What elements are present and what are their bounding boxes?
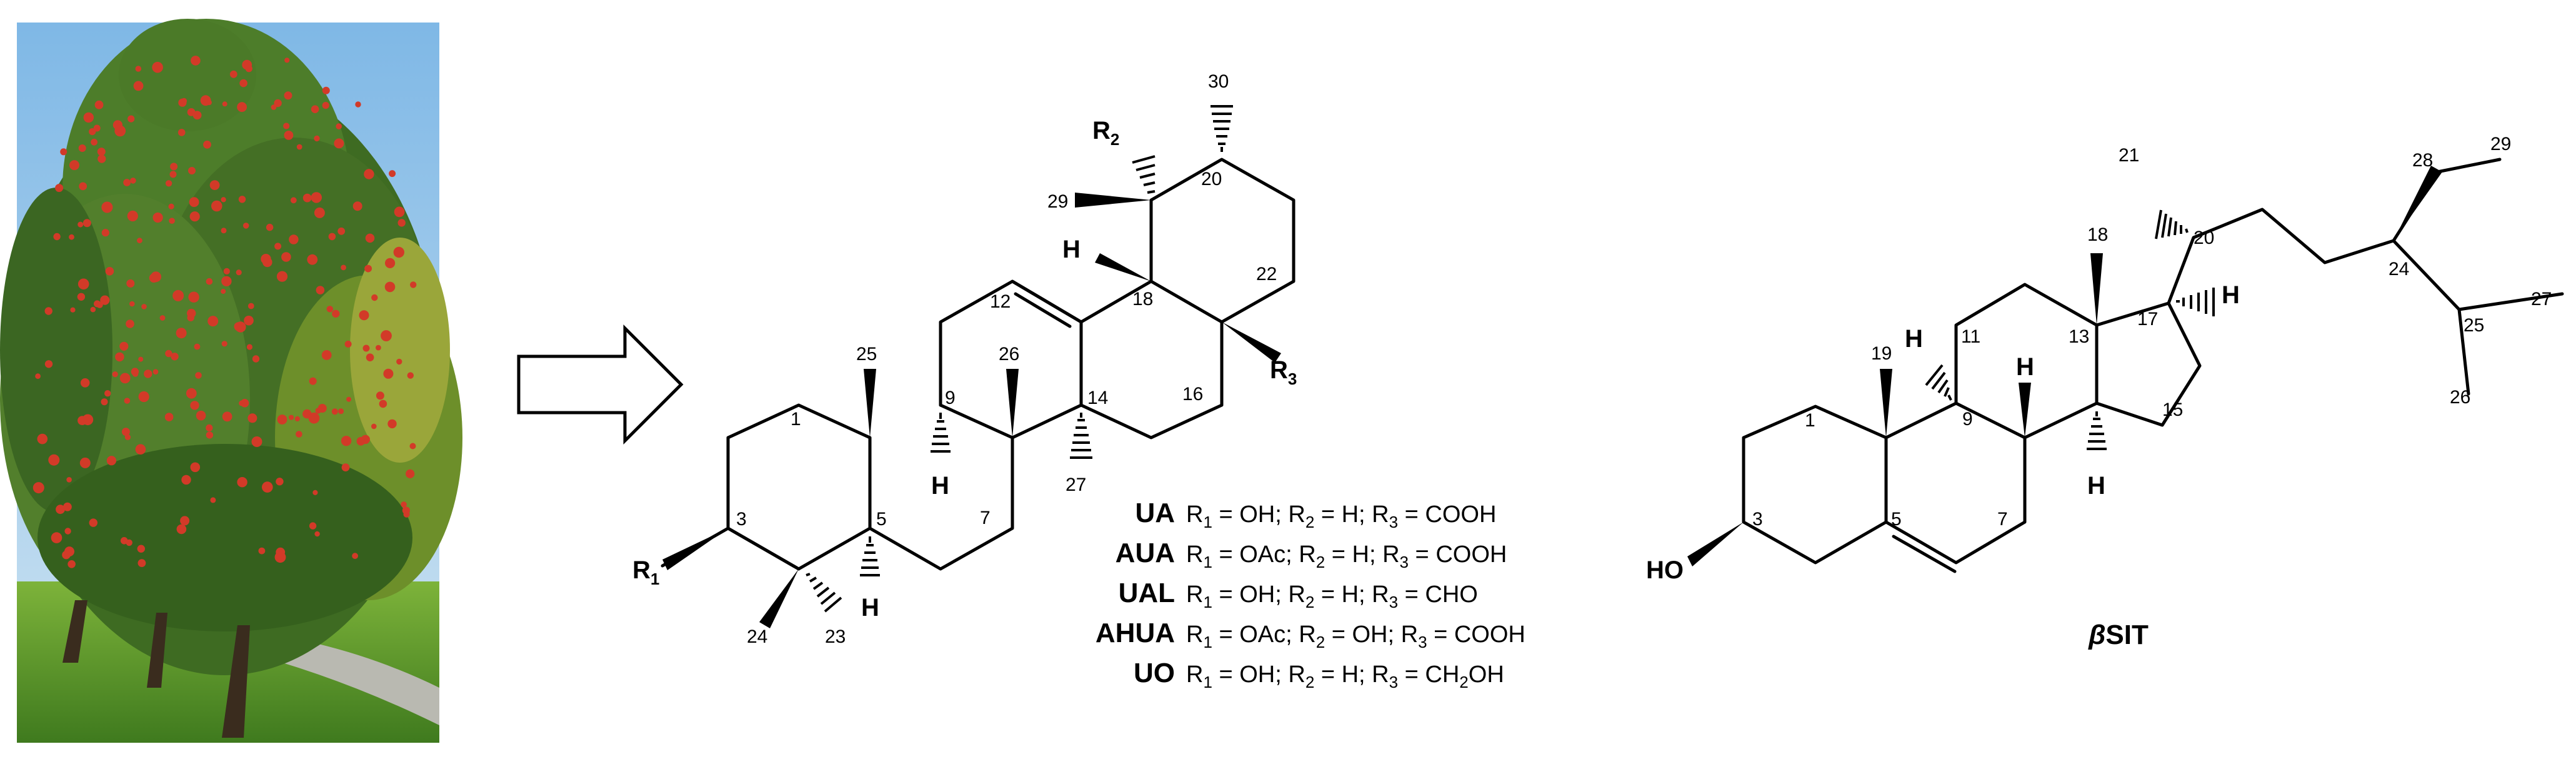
r-locant-29: 29 [2490,134,2511,154]
r3-label: R3 [1270,356,1297,388]
c14-h-label: H [2087,472,2105,500]
r-locant-20: 20 [2194,228,2214,248]
trunks [62,600,250,738]
locant-5: 5 [876,509,887,530]
r-locant-27: 27 [2531,289,2552,309]
c5-h-label: H [861,594,879,621]
compound-substituents: R1 = OH; R2 = H; R3 = CHO [1186,581,1478,611]
locant-14: 14 [1087,388,1108,408]
c18-h-label: H [1062,236,1081,263]
compound-row: UO R1 = OH; R2 = H; R3 = CH2OH [1134,658,1504,691]
sitosterol-bonds [1742,158,2564,573]
compound-substituents: R1 = OAc; R2 = OH; R3 = COOH [1186,621,1525,651]
locant-18: 18 [1132,289,1153,309]
compound-name: UAL [1119,578,1175,608]
r-locant-11: 11 [1961,326,1980,347]
right-arrow-icon [517,324,684,445]
r2-label: R2 [1092,117,1119,149]
ursane-skeleton: R1 R2 R3 H H H 1 3 5 7 9 12 14 16 18 20 … [632,71,1297,647]
ursane-atom-labels: R1 R2 R3 H H H [632,117,1297,621]
locant-26: 26 [999,344,1019,364]
c9-h-label: H [931,472,949,500]
locant-1: 1 [791,409,801,430]
locant-25: 25 [856,344,877,364]
sitosterol-hashes [1925,209,2215,450]
locant-29: 29 [1047,191,1068,212]
compound-row: UAL R1 = OH; R2 = H; R3 = CHO [1119,578,1478,611]
r-locant-9: 9 [1962,409,1973,430]
compound-row: AUA R1 = OAc; R2 = H; R3 = COOH [1116,538,1507,571]
compound-name: UO [1134,658,1175,688]
compound-substituents: R1 = OH; R2 = H; R3 = CH2OH [1186,661,1504,691]
r1-label: R1 [632,556,659,588]
r-locant-5: 5 [1891,509,1902,530]
locant-12: 12 [990,291,1011,312]
compound-name: AUA [1116,538,1175,568]
locant-7: 7 [980,508,991,528]
c8-h-label: H [2016,353,2034,381]
locant-3: 3 [736,509,747,530]
compound-definitions: UA R1 = OH; R2 = H; R3 = COOH AUA R1 = OAc;… [1096,498,1525,691]
locant-24: 24 [747,626,767,647]
sitosterol-name: βSIT [2088,620,2149,650]
r-locant-28: 28 [2412,150,2433,171]
r-locant-18: 18 [2087,224,2108,245]
c17-h-label: H [2222,281,2240,309]
sitosterol-skeleton: HO H H H H 1 3 5 7 9 11 13 15 17 18 19 2… [1646,134,2564,650]
sitosterol-atom-labels: HO H H H H [1646,281,2240,584]
r-locant-25: 25 [2464,315,2484,336]
berry-clusters [32,56,417,568]
r-locant-7: 7 [1997,509,2008,530]
locant-20: 20 [1201,169,1222,189]
compound-substituents: R1 = OAc; R2 = H; R3 = COOH [1186,541,1507,571]
r-locant-19: 19 [1871,343,1892,364]
ursane-locants: 1 3 5 7 9 12 14 16 18 20 22 23 24 25 26 … [736,71,1277,647]
locant-9: 9 [945,388,956,408]
locant-16: 16 [1182,384,1203,405]
r-locant-3: 3 [1752,509,1763,530]
sitosterol-locants: 1 3 5 7 9 11 13 15 17 18 19 20 21 24 25 … [1752,134,2552,530]
r-locant-15: 15 [2162,400,2183,420]
sitosterol-wedges [1687,166,2442,566]
compound-substituents: R1 = OH; R2 = H; R3 = COOH [1186,501,1496,531]
ho-label: HO [1646,556,1684,584]
ursane-hashes [806,105,1233,613]
locant-30: 30 [1208,71,1229,92]
ursane-wedges [662,193,1281,628]
r-locant-17: 17 [2137,309,2158,329]
r-locant-24: 24 [2389,259,2409,279]
c9-h-label-r: H [1905,325,1923,353]
compound-row: AHUA R1 = OAc; R2 = OH; R3 = COOH [1096,618,1525,651]
compound-name: AHUA [1096,618,1175,648]
r-locant-13: 13 [2069,326,2089,347]
locant-22: 22 [1256,264,1277,284]
r-locant-1: 1 [1805,410,1815,431]
compound-row: UA R1 = OH; R2 = H; R3 = COOH [1135,498,1496,531]
r-locant-26: 26 [2450,387,2470,408]
ursane-bonds [661,158,1295,571]
r-locant-21: 21 [2119,145,2139,166]
locant-27: 27 [1066,475,1086,495]
locant-23: 23 [825,626,846,647]
tree-photo [0,19,462,743]
compound-name: UA [1135,498,1175,528]
